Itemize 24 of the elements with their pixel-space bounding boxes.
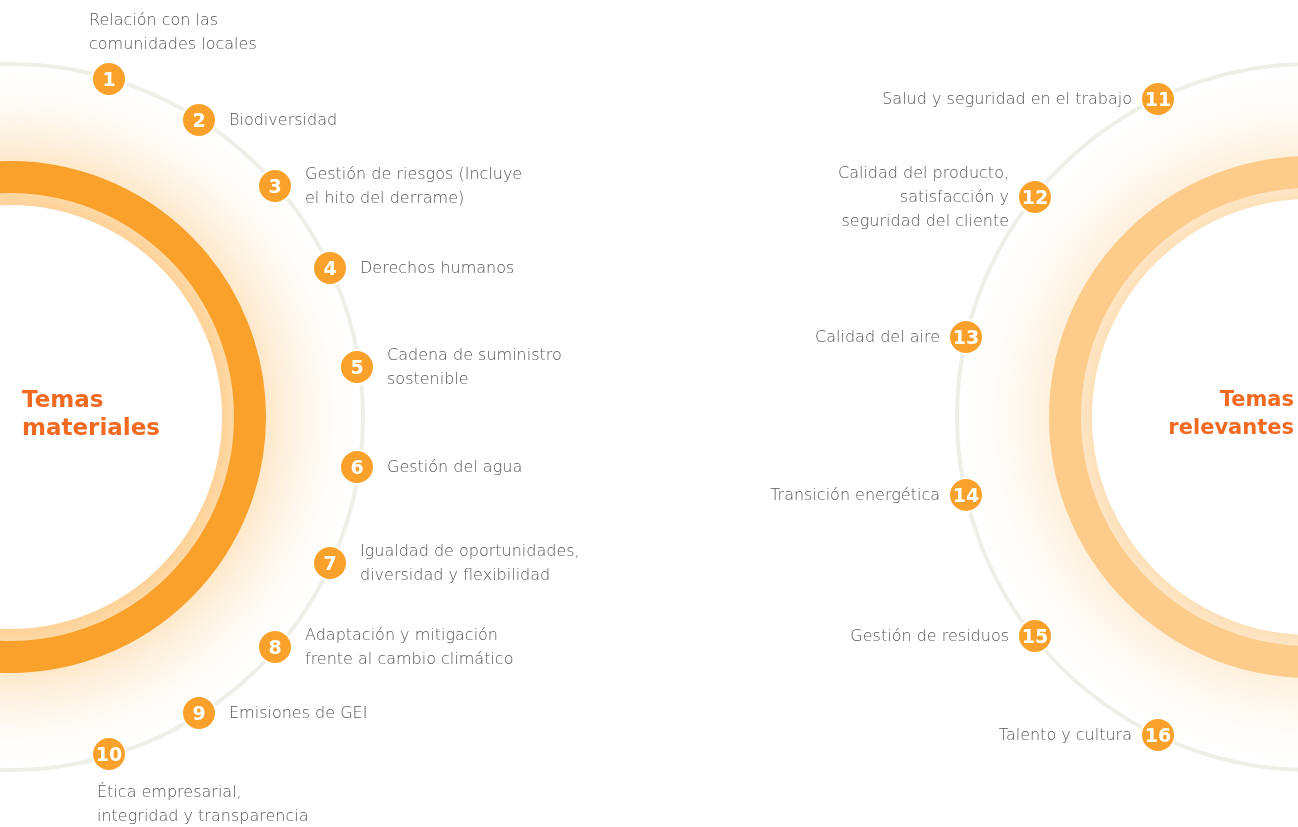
topic-label: Cadena de suministro sostenible [387, 344, 563, 390]
number-badge: 11 [1140, 81, 1176, 117]
topic-label: Talento y cultura [997, 724, 1132, 746]
topic-label: Derechos humanos [360, 257, 516, 279]
topic-label: Calidad del producto, satisfacción y seguridad del cliente [837, 162, 1009, 232]
topic-label: Calidad del aire [814, 326, 940, 348]
topic-label: Relación con las comunidades locales [89, 9, 258, 55]
topic-label: Adaptación y mitigación frente al cambio climático [305, 624, 515, 670]
section-heading: Temas materiales [22, 385, 161, 441]
ring [0, 161, 266, 673]
number-badge: 1 [91, 61, 127, 97]
topic-label: Salud y seguridad en el trabajo [881, 88, 1132, 110]
topic-label: Gestión del agua [387, 456, 524, 478]
topic-label: Biodiversidad [229, 109, 339, 131]
number-badge: 14 [948, 477, 984, 513]
topic-label: Gestión de residuos [849, 625, 1009, 647]
topic-label: Transición energética [769, 484, 940, 506]
topic-label: Gestión de riesgos (Incluye el hito del derrame) [305, 163, 524, 209]
section-heading: Temas relevantes [1167, 386, 1294, 441]
topic-label: Igualdad de oportunidades, diversidad y flexibilidad [360, 540, 581, 586]
ring [1049, 156, 1298, 678]
number-badge: 13 [948, 319, 984, 355]
topic-label: Emisiones de GEI [229, 702, 369, 724]
topic-label: Ética empresarial, integridad y transparencia [97, 781, 310, 827]
